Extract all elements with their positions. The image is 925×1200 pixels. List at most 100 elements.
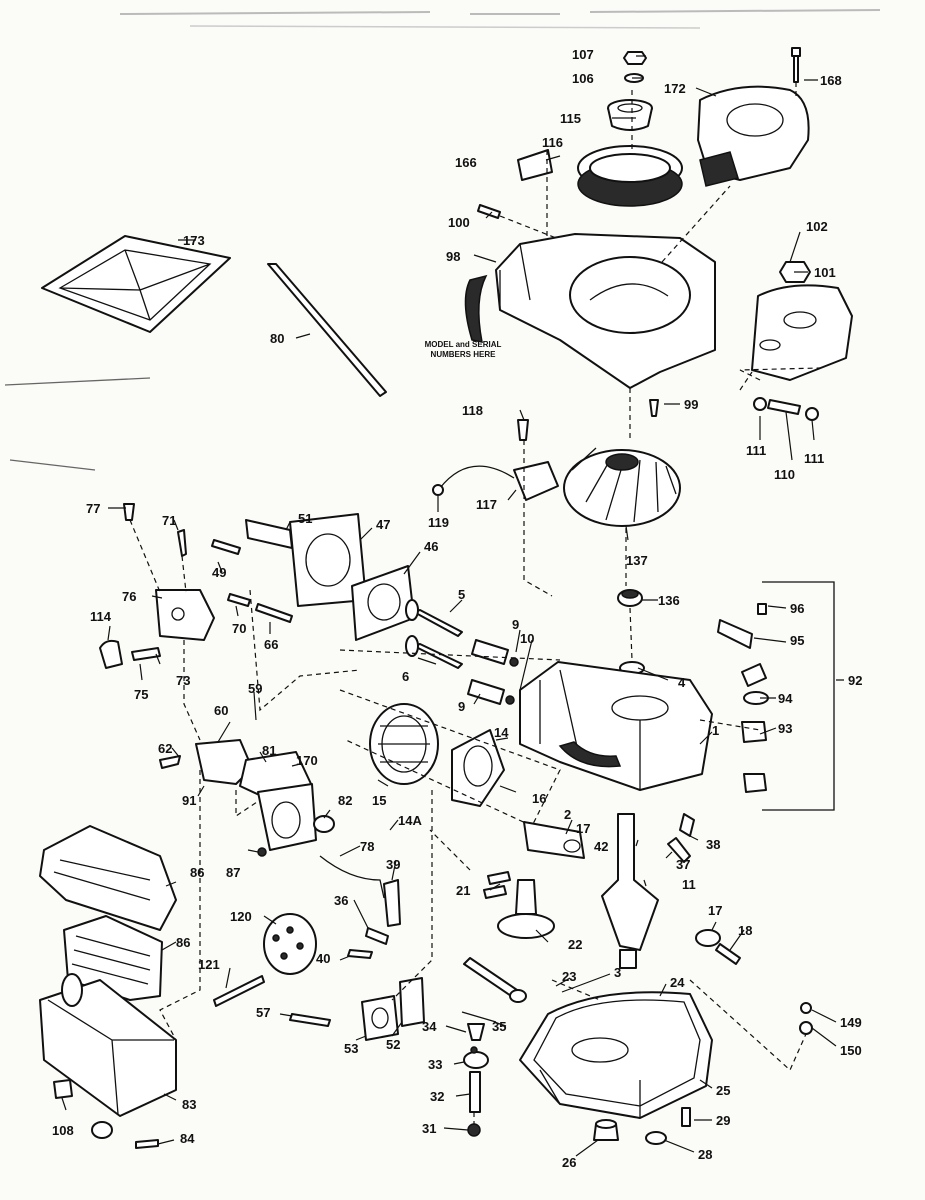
callout-76: 76 — [122, 589, 137, 604]
callout-119: 119 — [428, 515, 449, 530]
callout-14a: 14A — [398, 813, 422, 828]
callout-136: 136 — [658, 593, 680, 608]
callout-17-upper: 17 — [576, 821, 591, 836]
callout-11: 11 — [682, 877, 696, 892]
callout-38: 38 — [706, 837, 721, 852]
callout-34: 34 — [422, 1019, 437, 1034]
callout-46: 46 — [424, 539, 439, 554]
callout-23: 23 — [562, 969, 577, 984]
callout-121: 121 — [198, 957, 220, 972]
callout-25: 25 — [716, 1083, 731, 1098]
callout-33: 33 — [428, 1057, 443, 1072]
callout-49: 49 — [212, 565, 227, 580]
callout-21: 21 — [456, 883, 471, 898]
callout-172: 172 — [664, 81, 686, 96]
callout-24: 24 — [670, 975, 685, 990]
callout-166: 166 — [455, 155, 477, 170]
callout-32: 32 — [430, 1089, 445, 1104]
callout-40: 40 — [316, 951, 331, 966]
callout-73: 73 — [176, 673, 191, 688]
callout-71: 71 — [162, 513, 177, 528]
callout-116: 116 — [542, 135, 563, 150]
callout-98: 98 — [446, 249, 461, 264]
callout-173: 173 — [183, 233, 205, 248]
callout-83: 83 — [182, 1097, 197, 1112]
callout-2: 2 — [564, 807, 572, 822]
serial-note-line1: MODEL and SERIAL — [424, 340, 502, 349]
callout-84: 84 — [180, 1131, 195, 1146]
callout-115: 115 — [560, 111, 581, 126]
callout-117: 117 — [476, 497, 497, 512]
callout-94: 94 — [778, 691, 793, 706]
callout-92: 92 — [848, 673, 863, 688]
callout-36: 36 — [334, 893, 349, 908]
callout-77: 77 — [86, 501, 101, 516]
callout-75: 75 — [134, 687, 149, 702]
callout-137: 137 — [626, 553, 648, 568]
callout-78: 78 — [360, 839, 375, 854]
callout-3: 3 — [614, 965, 622, 980]
callout-59: 59 — [248, 681, 263, 696]
callout-91: 91 — [182, 793, 197, 808]
callout-168: 168 — [820, 73, 842, 88]
callout-60: 60 — [214, 703, 229, 718]
callout-26: 26 — [562, 1155, 577, 1170]
callout-87: 87 — [226, 865, 241, 880]
callout-42: 42 — [594, 839, 609, 854]
callout-70: 70 — [232, 621, 247, 636]
callout-102: 102 — [806, 219, 828, 234]
callout-114: 114 — [90, 609, 111, 624]
callout-66: 66 — [264, 637, 279, 652]
callout-100: 100 — [448, 215, 470, 230]
callout-14: 14 — [494, 725, 509, 740]
callout-86-lower: 86 — [176, 935, 191, 950]
callout-86-upper: 86 — [190, 865, 205, 880]
callout-110: 110 — [774, 467, 795, 482]
callout-22: 22 — [568, 937, 583, 952]
callout-9-upper: 9 — [512, 617, 520, 632]
callout-16: 16 — [532, 791, 547, 806]
callout-57: 57 — [256, 1005, 271, 1020]
serial-number-note: MODEL and SERIAL NUMBERS HERE — [408, 340, 518, 360]
callout-17-lower: 17 — [708, 903, 723, 918]
callout-95: 95 — [790, 633, 805, 648]
callout-80: 80 — [270, 331, 285, 346]
callout-39: 39 — [386, 857, 401, 872]
callout-62: 62 — [158, 741, 173, 756]
callout-10: 10 — [520, 631, 535, 646]
callout-15: 15 — [372, 793, 387, 808]
callout-47: 47 — [376, 517, 391, 532]
callout-149: 149 — [840, 1015, 862, 1030]
callout-37: 37 — [676, 857, 691, 872]
callout-108: 108 — [52, 1123, 74, 1138]
callout-1: 1 — [712, 723, 720, 738]
callout-82: 82 — [338, 793, 353, 808]
callout-111-right: 111 — [804, 451, 825, 466]
serial-note-line2: NUMBERS HERE — [430, 350, 496, 359]
callout-118: 118 — [462, 403, 483, 418]
callout-93: 93 — [778, 721, 793, 736]
callout-28: 28 — [698, 1147, 713, 1162]
callout-96: 96 — [790, 601, 805, 616]
callout-29: 29 — [716, 1113, 731, 1128]
callout-52: 52 — [386, 1037, 401, 1052]
callout-106: 106 — [572, 71, 594, 86]
callout-35: 35 — [492, 1019, 507, 1034]
callout-81: 81 — [262, 743, 277, 758]
callout-99: 99 — [684, 397, 699, 412]
callout-170: 170 — [296, 753, 318, 768]
callout-111-left: 111 — [746, 443, 767, 458]
callout-6: 6 — [402, 669, 410, 684]
callout-107: 107 — [572, 47, 594, 62]
callout-4: 4 — [678, 675, 686, 690]
callout-51: 51 — [298, 511, 313, 526]
callout-31: 31 — [422, 1121, 437, 1136]
callout-150: 150 — [840, 1043, 862, 1058]
callout-5: 5 — [458, 587, 466, 602]
callout-53: 53 — [344, 1041, 359, 1056]
callout-9-lower: 9 — [458, 699, 466, 714]
callout-120: 120 — [230, 909, 252, 924]
callout-101: 101 — [814, 265, 836, 280]
